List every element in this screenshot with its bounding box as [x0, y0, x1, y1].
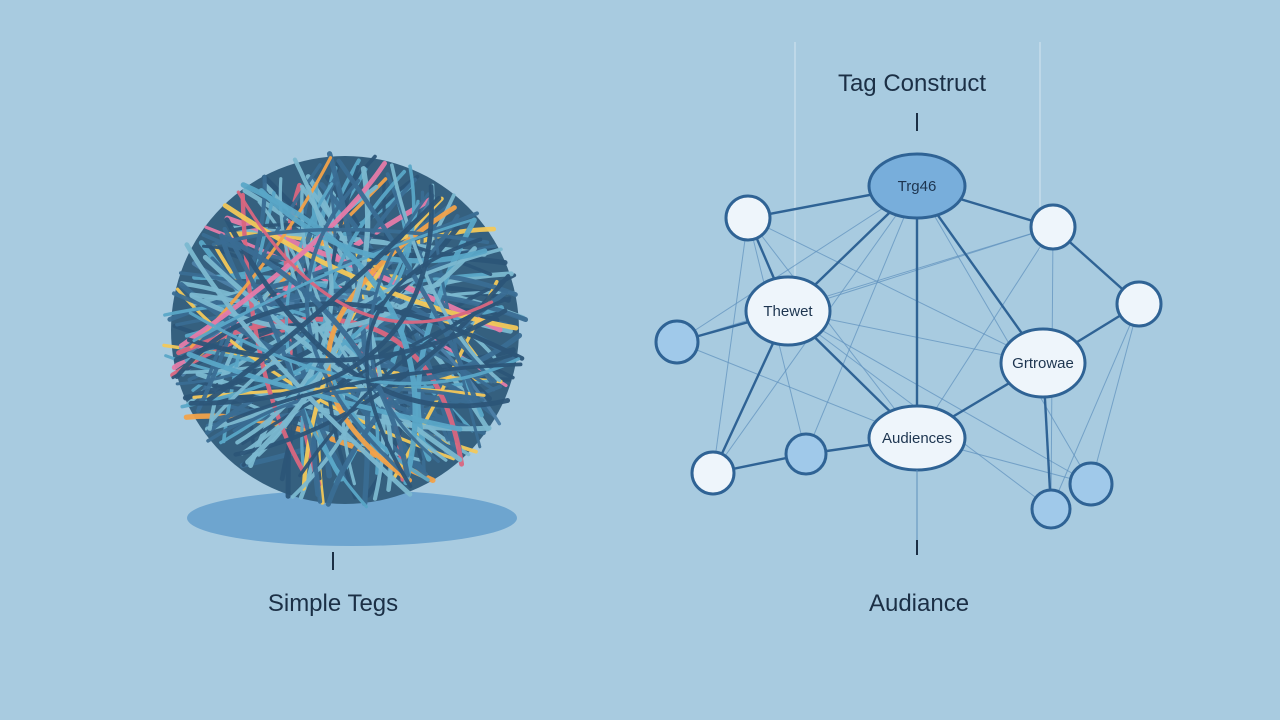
thin-edge [747, 217, 918, 439]
yarn-shadow [187, 490, 517, 546]
yarn-strand [184, 242, 413, 497]
thin-edge [1090, 303, 1140, 485]
yarn-strand [245, 166, 371, 465]
yarn-strand [188, 184, 434, 406]
yarn-strand [178, 160, 387, 349]
yarn-strand [224, 217, 511, 409]
thin-edge [787, 310, 1092, 485]
yarn-strand [175, 287, 456, 461]
yarn-strand [298, 296, 512, 478]
right-caption: Audiance [868, 590, 970, 617]
node-circle [784, 432, 828, 476]
node-circle [1030, 488, 1072, 530]
yarn-strand [235, 157, 334, 445]
node-label-audience: Audiences [882, 430, 952, 447]
thin-edge [747, 217, 1044, 364]
yarn-strand [364, 237, 483, 489]
node-hub [867, 152, 967, 220]
yarn-strands [162, 151, 529, 509]
yarn-strand [236, 190, 494, 324]
node-interest [744, 275, 832, 347]
node-label-hub: Trg46 [898, 178, 937, 195]
thin-edge [787, 226, 1054, 312]
yarn-strand [206, 196, 442, 402]
node-behaviour [999, 327, 1087, 399]
yarn-strand [226, 362, 523, 423]
yarn-strand [211, 227, 490, 247]
node-label-interest: Thewet [763, 303, 813, 320]
yarn-strand [232, 387, 485, 433]
node-circle [1068, 461, 1114, 507]
thin-edge [676, 226, 1054, 343]
right-title: Tag Construct [837, 70, 987, 97]
node-label-behaviour: Grtrowae [1012, 355, 1074, 372]
yarn-strand [240, 182, 418, 486]
yarn-strand [222, 234, 410, 478]
thin-edge [676, 185, 918, 343]
node-circle [1029, 203, 1077, 251]
node-circle [724, 194, 772, 242]
thin-edge [1050, 303, 1140, 510]
yarn-strand [390, 163, 502, 383]
node-circle [654, 319, 700, 365]
left-caption: Simple Tegs [267, 590, 399, 617]
node-circle [1115, 280, 1163, 328]
yarn-strand [192, 218, 476, 343]
yarn-strand [325, 205, 457, 483]
yarn-strand [222, 226, 323, 504]
yarn-strand [258, 188, 488, 264]
yarn-ball [162, 151, 529, 546]
yarn-strand [186, 308, 508, 363]
thin-edge [787, 310, 1044, 364]
yarn-strand [305, 178, 406, 476]
thin-edge [916, 226, 1054, 439]
thin-edge [712, 217, 749, 474]
thin-edge [916, 185, 1092, 485]
node-circle [690, 450, 736, 496]
thin-edge [805, 185, 918, 455]
